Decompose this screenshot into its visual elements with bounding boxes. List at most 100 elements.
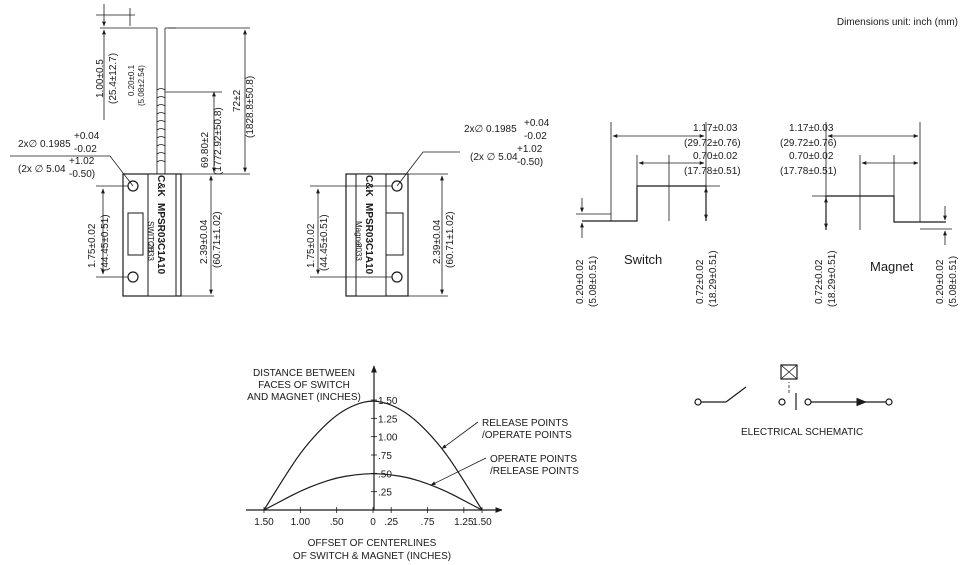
switch-label-code: 2033 (146, 243, 155, 261)
switch-body-length: 2.39±0.04 (199, 219, 210, 264)
switch-profile-high-height: 0.72±0.02 (695, 259, 706, 304)
chart-series (263, 400, 483, 511)
magnet-hole-dia-mm: (2x ∅ 5.04 (470, 152, 518, 163)
schematic-caption: ELECTRICAL SCHEMATIC (741, 427, 863, 438)
schematic-magnet-box (780, 364, 798, 380)
magnet-profile-low-height-mm: (5.08±0.51) (948, 256, 959, 307)
switch-profile-title: Switch (624, 252, 662, 267)
chart-x-tick-label: 1.25 (454, 517, 474, 528)
switch-profile-low-height-mm: (5.08±0.51) (588, 256, 599, 307)
magnet-profile-title: Magnet (870, 259, 914, 274)
chart-x-tick-label: .25 (384, 517, 398, 528)
switch-profile-high-height-mm: (18.29±0.51) (708, 250, 719, 307)
switch-profile: Switch 1.17±0.03 (29.72±0.76) 0.70±0.02 … (575, 122, 741, 307)
magnet-body-face (355, 173, 387, 297)
switch-hole-tol-mm-minus: -0.50) (69, 169, 95, 180)
schematic-magnet-cross (780, 364, 798, 380)
magnet-label-code: 2033 (354, 243, 363, 261)
chart-annotation-text: /RELEASE POINTS (490, 466, 579, 477)
switch-overall-length: 72±2 (232, 89, 243, 112)
magnet-profile-high-height-mm: (18.29±0.51) (827, 250, 838, 307)
switch-slot (127, 212, 144, 256)
chart-x-tick-label: 1.00 (291, 517, 311, 528)
switch-hole-tol-minus: -0.02 (74, 144, 97, 155)
switch-profile-inner (636, 186, 670, 221)
magnet-hole-tol-plus: +0.04 (524, 118, 550, 129)
switch-profile-step: 0.70±0.02 (693, 151, 738, 162)
magnet-drawing: C&K MPSR03C1A10 2033 Magnet 2x∅ 0.1985 +… (306, 118, 550, 297)
switch-label-kind: SWITCH (146, 221, 155, 253)
switch-hole-tol-mm-plus: +1.02 (69, 156, 95, 167)
chart-y-tick-label: .75 (378, 451, 392, 462)
chart-annotation-text: /OPERATE POINTS (482, 430, 572, 441)
chart-x-tick-label: 0 (370, 517, 376, 528)
chart-x-axis-label: OFFSET OF CENTERLINES OF SWITCH & MAGNET … (293, 538, 451, 562)
schematic-terminal-left (694, 398, 702, 406)
switch-hole-dia-mm: (2x ∅ 5.04 (18, 164, 66, 175)
magnet-body-length-mm: (60.71±1.02) (445, 211, 456, 268)
chart-y-tick-label: 1.25 (378, 414, 398, 425)
chart-series-outer (263, 400, 483, 511)
schematic-terminal-right (885, 398, 893, 406)
switch-body-length-mm: (60.71±1.02) (212, 211, 223, 268)
chart-y-ticks: 1.501.251.00.75.50.25 (371, 396, 398, 499)
chart-annotation-leader (430, 457, 487, 486)
magnet-slot (385, 212, 404, 256)
switch-lead-strip: 1.00±0.5 (95, 59, 106, 98)
switch-profile-width: 1.17±0.03 (693, 123, 738, 134)
chart-ylabel-line: AND MAGNET (INCHES) (247, 392, 361, 403)
switch-lead-length: 69.80±2 (200, 131, 211, 168)
switch-overall-length-mm: (1828.8±50.8) (245, 76, 256, 138)
switch-hole-tol-plus: +0.04 (74, 131, 100, 142)
magnet-profile-step-mm: (17.78±0.51) (780, 166, 837, 177)
switch-body-label: C&K MPSR03C1A10 2033 SWITCH (146, 175, 166, 275)
magnet-label-kind: Magnet (354, 221, 363, 248)
switch-drawing: C&K MPSR03C1A10 2033 SWITCH 2x∅ 0.1985 +… (10, 4, 256, 297)
switch-profile-width-mm: (29.72±0.76) (684, 138, 741, 149)
electrical-schematic: ELECTRICAL SCHEMATIC (694, 364, 893, 438)
switch-label-part: MPSR03C1A10 (155, 203, 166, 275)
chart-xlabel-line: OFFSET OF CENTERLINES (308, 538, 437, 549)
chart-y-tick-label: 1.00 (378, 433, 398, 444)
chart-x-tick-label: .75 (421, 517, 435, 528)
switch-wire-dia-mm: (5.08±2.54) (137, 65, 146, 106)
switch-lead-length-mm: (1772.92±50.8) (213, 107, 224, 175)
magnet-profile-width: 1.17±0.03 (789, 123, 834, 134)
switch-wire-dia: 0.20±0.1 (127, 64, 136, 96)
chart-y-tick-label: .25 (378, 488, 392, 499)
chart-y-tick-label: 1.50 (378, 396, 398, 407)
chart-annotation-leader (441, 421, 479, 449)
chart-x-tick-label: 1.50 (472, 517, 492, 528)
switch-lead-strip-mm: (25.4±12.7) (108, 53, 119, 104)
magnet-profile-low-height: 0.20±0.02 (935, 259, 946, 304)
magnet-hole-tol-mm-plus: +1.02 (517, 144, 543, 155)
magnet-label-part: MPSR03C1A10 (363, 203, 374, 275)
magnet-body-length: 2.39±0.04 (432, 219, 443, 264)
switch-body-face (147, 173, 177, 297)
switch-hole-spacing: 1.75±0.02 (87, 223, 98, 268)
switch-profile-outline (582, 185, 707, 222)
schematic-contact (778, 398, 786, 406)
chart-annotation-text: OPERATE POINTS (490, 454, 577, 465)
chart-x-tick-label: 1.50 (254, 517, 274, 528)
magnet-profile: Magnet 1.17±0.03 (29.72±0.76) 0.70±0.02 … (780, 122, 959, 307)
magnet-hole-dia: 2x∅ 0.1985 (464, 124, 517, 135)
switch-hole-dia: 2x∅ 0.1985 (18, 139, 71, 150)
units-note: Dimensions unit: inch (mm) (837, 17, 958, 28)
schematic-node (804, 398, 812, 406)
magnet-hole-spacing: 1.75±0.02 (306, 223, 317, 268)
magnet-hole-tol-mm-minus: -0.50) (517, 157, 543, 168)
magnet-profile-step: 0.70±0.02 (789, 151, 834, 162)
magnet-profile-width-mm: (29.72±0.76) (780, 138, 837, 149)
schematic-switch-blade (725, 386, 747, 403)
switch-profile-low-height: 0.20±0.02 (575, 259, 586, 304)
chart-xlabel-line: OF SWITCH & MAGNET (INCHES) (293, 551, 451, 562)
switch-label-brand: C&K (155, 175, 166, 197)
chart-ylabel-line: FACES OF SWITCH (258, 380, 350, 391)
switch-profile-step-mm: (17.78±0.51) (684, 166, 741, 177)
chart-ylabel-line: DISTANCE BETWEEN (253, 368, 355, 379)
